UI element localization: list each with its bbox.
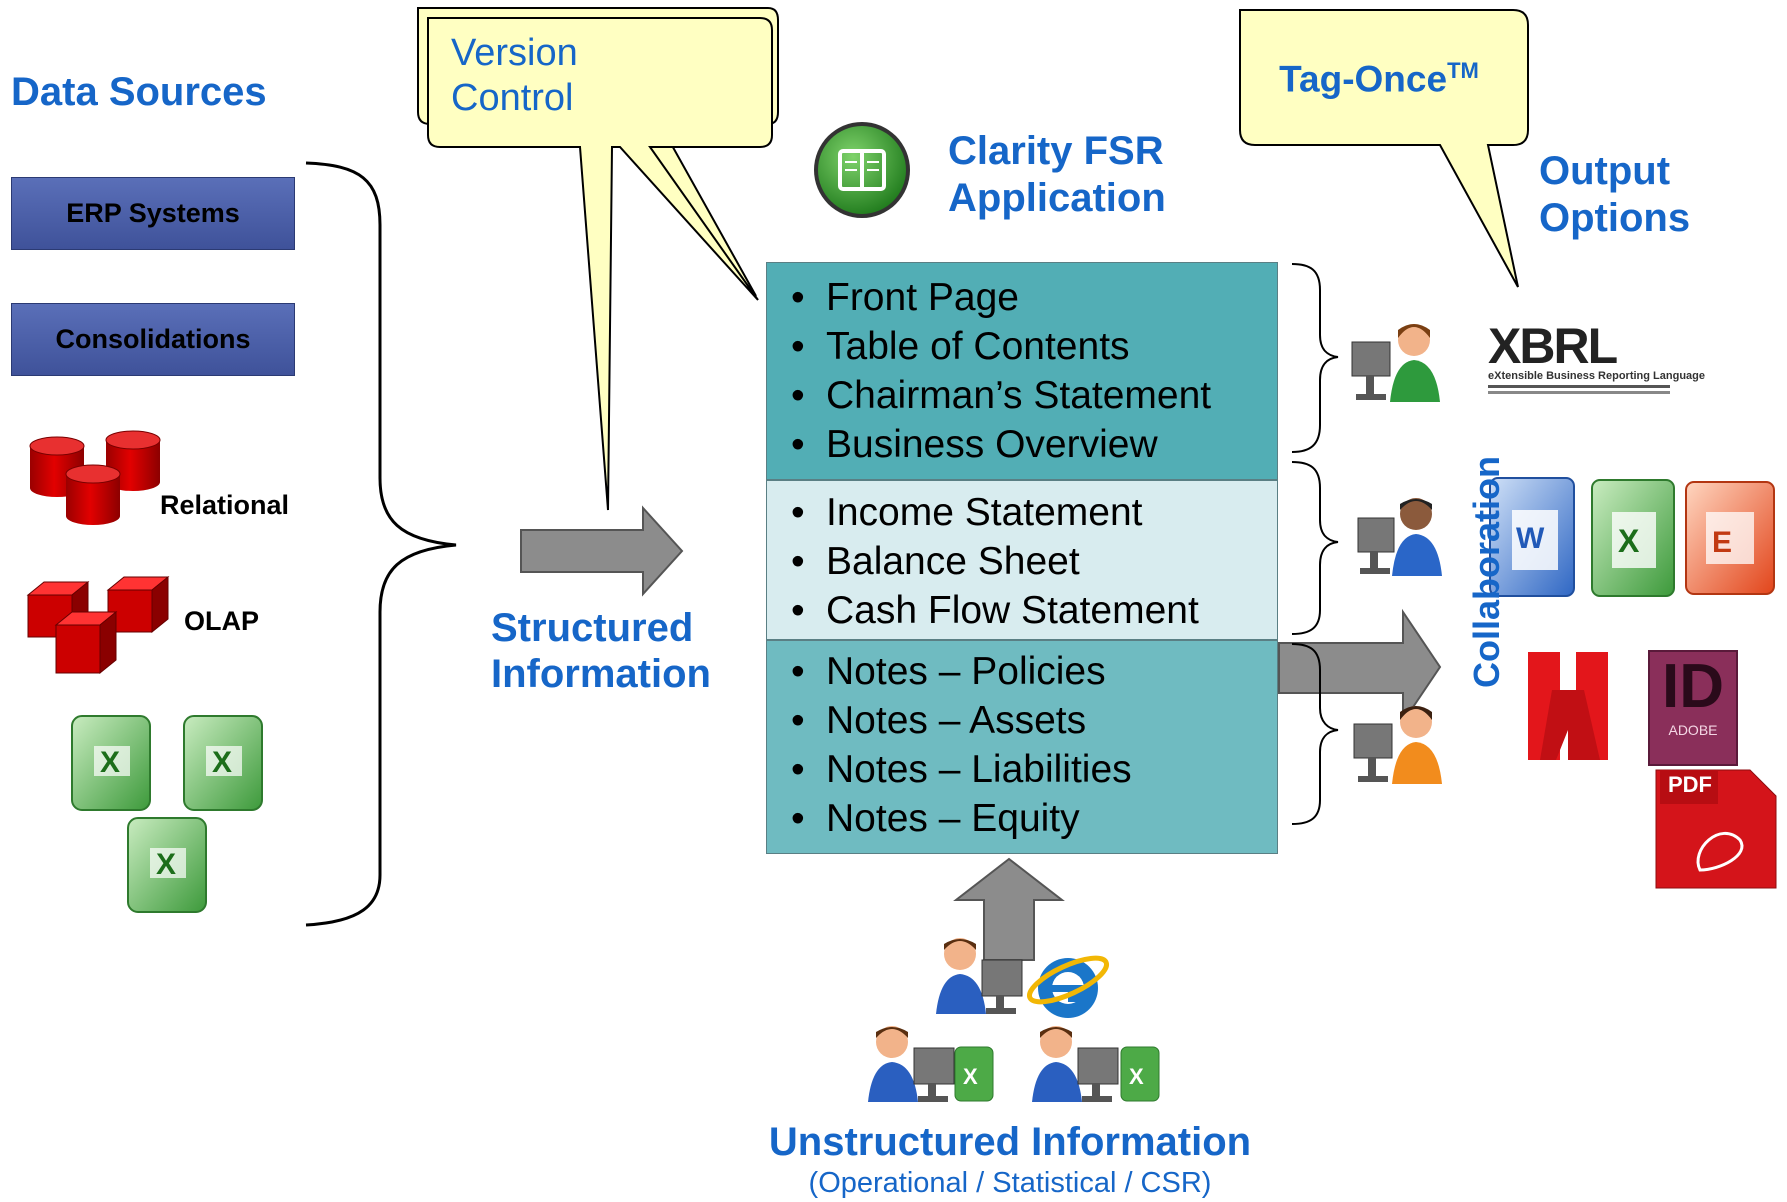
internet-explorer-icon [1026, 955, 1110, 1018]
acrobat-icon [1528, 652, 1608, 760]
source-box-consolidations: Consolidations [11, 303, 295, 376]
section-item: Balance Sheet [767, 537, 1277, 586]
olap-cube-icon [26, 575, 170, 675]
section-statements: Income Statement Balance Sheet Cash Flow… [766, 480, 1278, 640]
section-notes: Notes – Policies Notes – Assets Notes – … [766, 640, 1278, 854]
sources-brace [305, 161, 457, 927]
source-box-erp: ERP Systems [11, 177, 295, 250]
section-item: Notes – Assets [767, 696, 1277, 745]
section-item: Notes – Liabilities [767, 745, 1277, 794]
indesign-icon: ID ADOBE [1648, 650, 1738, 766]
svg-text:X: X [963, 1064, 978, 1089]
brace-mid [1291, 461, 1339, 635]
output-line2: Options [1539, 196, 1691, 240]
unstructured-subtitle: (Operational / Statistical / CSR) [808, 1167, 1212, 1199]
svg-text:W: W [1516, 522, 1545, 555]
svg-text:X: X [100, 746, 120, 779]
xbrl-logo: XBRL eXtensible Business Reporting Langu… [1488, 318, 1705, 394]
user-at-computer-icon [930, 932, 1030, 1016]
xbrl-tagline: eXtensible Business Reporting Language [1488, 370, 1705, 382]
data-sources-title: Data Sources [11, 70, 267, 114]
section-item: Notes – Equity [767, 794, 1277, 843]
olap-label: OLAP [184, 606, 260, 636]
user-at-computer-icon [1348, 318, 1444, 406]
indesign-word: ADOBE [1668, 722, 1718, 738]
excel-icon: X [1591, 479, 1675, 597]
version-callout [427, 17, 773, 511]
version-callout-text: Version Control [451, 31, 578, 121]
unstructured-arrow [953, 857, 1065, 961]
section-item: Table of Contents [767, 322, 1277, 371]
tag-once-label: Tag-Once [1279, 58, 1448, 100]
svg-text:E: E [1712, 526, 1732, 559]
excel-icon: X [183, 715, 263, 811]
database-cylinder-icon [29, 430, 161, 525]
app-title-line1: Clarity FSR [948, 129, 1164, 173]
svg-text:X: X [156, 848, 176, 881]
excel-icon: X [1120, 1046, 1160, 1102]
structured-line1: Structured [491, 606, 694, 650]
collaboration-label: Collaboration [1466, 456, 1507, 688]
structured-arrow [520, 505, 684, 597]
section-item: Notes – Policies [767, 647, 1277, 696]
excel-icon: X [954, 1046, 994, 1102]
user-at-computer-icon [1350, 700, 1446, 788]
user-at-computer-icon [1026, 1020, 1126, 1104]
structured-label: Structured Information [491, 605, 711, 697]
structured-line2: Information [491, 652, 711, 696]
brace-bottom [1291, 643, 1339, 825]
user-at-computer-icon [1354, 492, 1446, 580]
indesign-mark: ID [1662, 652, 1724, 721]
svg-text:X: X [1129, 1064, 1144, 1089]
pdf-file-icon [1655, 769, 1777, 889]
section-front-matter: Front Page Table of Contents Chairman’s … [766, 262, 1278, 480]
tag-once-trademark: TM [1447, 58, 1479, 83]
brace-top [1291, 263, 1339, 453]
tag-callout-text: Tag-OnceTM [1244, 58, 1514, 100]
powerpoint-icon: E [1685, 481, 1775, 595]
pdf-label: PDF [1668, 772, 1712, 797]
version-callout-line2: Control [451, 77, 574, 119]
section-item: Chairman’s Statement [767, 371, 1277, 420]
tag-callout [1239, 9, 1529, 288]
section-item: Front Page [767, 273, 1277, 322]
svg-text:X: X [1618, 523, 1640, 559]
user-at-computer-icon [862, 1020, 962, 1104]
excel-icon: X [127, 817, 207, 913]
version-callout-line1: Version [451, 32, 578, 74]
relational-label: Relational [160, 490, 290, 520]
output-arrow [1278, 608, 1442, 726]
excel-icon: X [71, 715, 151, 811]
output-options-label: Output Options [1539, 148, 1690, 242]
word-icon: W [1489, 477, 1575, 597]
svg-text:X: X [212, 746, 232, 779]
app-title: Clarity FSR Application [948, 128, 1166, 222]
output-line1: Output [1539, 149, 1671, 193]
unstructured-title: Unstructured Information [768, 1120, 1252, 1164]
app-title-line2: Application [948, 176, 1166, 220]
section-item: Income Statement [767, 488, 1277, 537]
book-app-icon [814, 122, 910, 218]
xbrl-logo-text: XBRL [1488, 318, 1618, 374]
section-item: Business Overview [767, 420, 1277, 469]
section-item: Cash Flow Statement [767, 586, 1277, 635]
